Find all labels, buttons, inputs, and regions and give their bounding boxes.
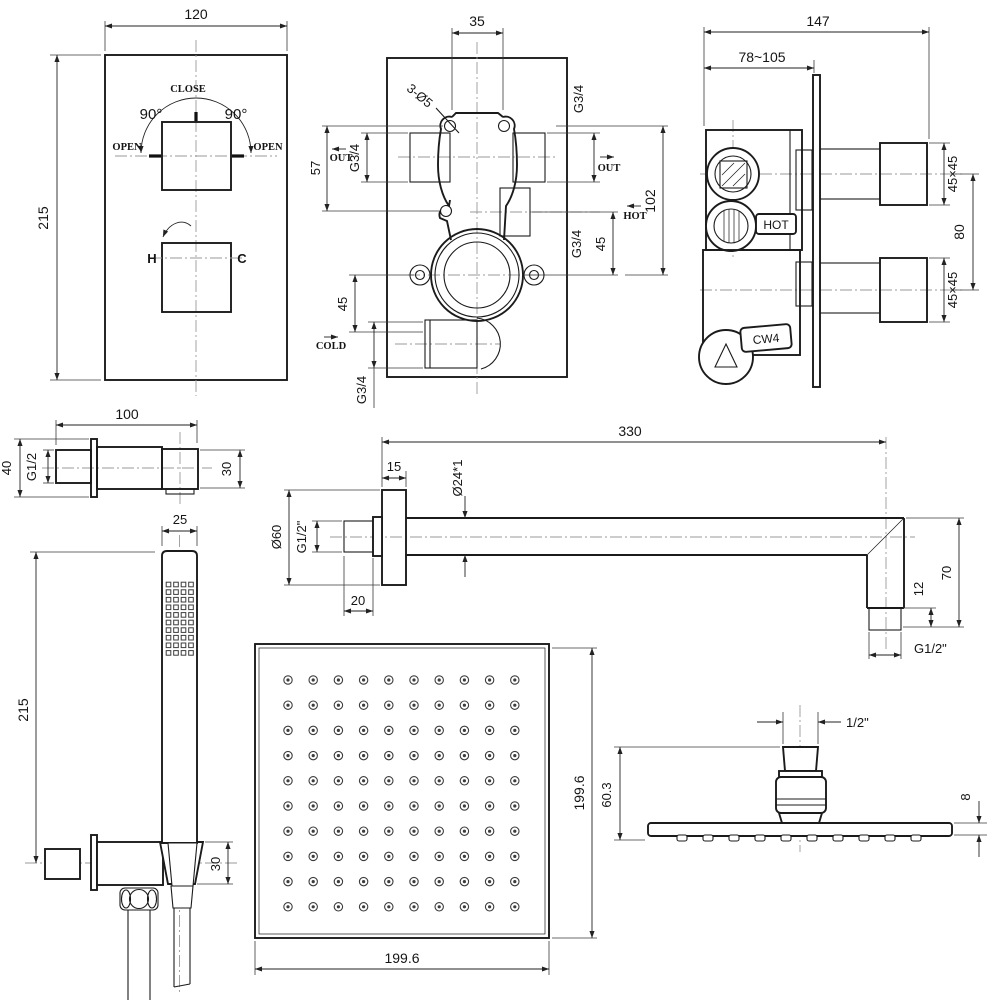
label-cold: COLD [316, 341, 347, 352]
label-holes: 3-Ø5 [404, 81, 436, 111]
label-cw-tab: CW4 [752, 331, 780, 347]
label-open-left: OPEN [112, 142, 142, 153]
dim-15: 15 [387, 459, 401, 474]
view-shower-arm: 330 15 Ø24*1 Ø60 G1/2" 20 70 12 G1/2" [269, 423, 964, 659]
dim-80: 80 [951, 224, 967, 240]
thread-top: G3/4 [571, 85, 586, 113]
dim-20: 20 [351, 593, 365, 608]
label-close: CLOSE [170, 84, 206, 95]
dim-12: 12 [911, 582, 926, 596]
spray-face [165, 581, 194, 656]
thread-wall: G1/2" [294, 520, 309, 553]
temperature-arrow [162, 221, 192, 238]
thread-bottom: G3/4 [354, 376, 369, 404]
label-cold-c: C [237, 251, 247, 266]
dim-70: 70 [939, 566, 954, 580]
dim-330: 330 [618, 423, 642, 439]
thread-g12: G1/2 [24, 453, 39, 481]
view-valve-front-plate: 120 215 CLOSE 90° 90° OPEN OPEN H C [35, 6, 288, 396]
label-out-right: OUT [598, 163, 621, 174]
dim-head-thread: 1/2" [846, 715, 869, 730]
view-valve-internal: 35 3-Ø5 57 OUT G3/4 45 COLD G3/4 G3/4 OU… [308, 13, 668, 408]
nozzle-grid [283, 675, 520, 912]
rotation-arc [138, 97, 254, 154]
view-head-face: 199.6 199.6 [254, 643, 597, 975]
dim-60-3: 60.3 [599, 782, 614, 807]
dim-flange-dia: Ø60 [269, 525, 284, 550]
cold-elbow [476, 317, 501, 370]
dim-35: 35 [469, 13, 485, 29]
dim-30-bracket: 30 [208, 857, 223, 871]
dim-depth-range: 78~105 [738, 49, 785, 65]
view-valve-side: 147 78~105 HOT CW4 45×45 45×45 80 [698, 13, 979, 388]
view-head-side: 1/2" 60.3 8 [599, 705, 987, 857]
label-out-left: OUT [330, 153, 353, 164]
thread-left: G3/4 [347, 144, 362, 172]
label-hot-tab: HOT [763, 218, 789, 232]
thread-right: G3/4 [569, 230, 584, 258]
dim-face-width: 199.6 [384, 950, 419, 966]
wall-plate [812, 74, 821, 388]
thread-end: G1/2" [914, 641, 947, 656]
view-wall-outlet: 100 40 G1/2 30 [0, 406, 245, 506]
dim-plate-width: 120 [184, 6, 208, 22]
dim-25: 25 [173, 512, 187, 527]
view-hand-shower: 25 215 30 [15, 512, 237, 1000]
dim-40: 40 [0, 461, 14, 475]
dim-plate-height: 215 [35, 206, 51, 230]
dim-8: 8 [958, 793, 973, 800]
dim-45-left: 45 [335, 297, 350, 311]
label-open-right: OPEN [253, 142, 283, 153]
label-90-left: 90° [140, 106, 163, 123]
dim-100: 100 [115, 406, 139, 422]
dim-102: 102 [642, 189, 658, 213]
dim-face-height: 199.6 [571, 775, 587, 810]
dim-147: 147 [806, 13, 830, 29]
label-90-right: 90° [225, 106, 248, 123]
dim-57: 57 [308, 161, 323, 175]
label-hot: HOT [623, 211, 646, 222]
dim-215-hand: 215 [15, 698, 31, 722]
label-hot-h: H [147, 251, 156, 266]
dim-30-outlet: 30 [219, 462, 234, 476]
dim-45-right: 45 [593, 237, 608, 251]
dim-tube: Ø24*1 [450, 460, 465, 497]
